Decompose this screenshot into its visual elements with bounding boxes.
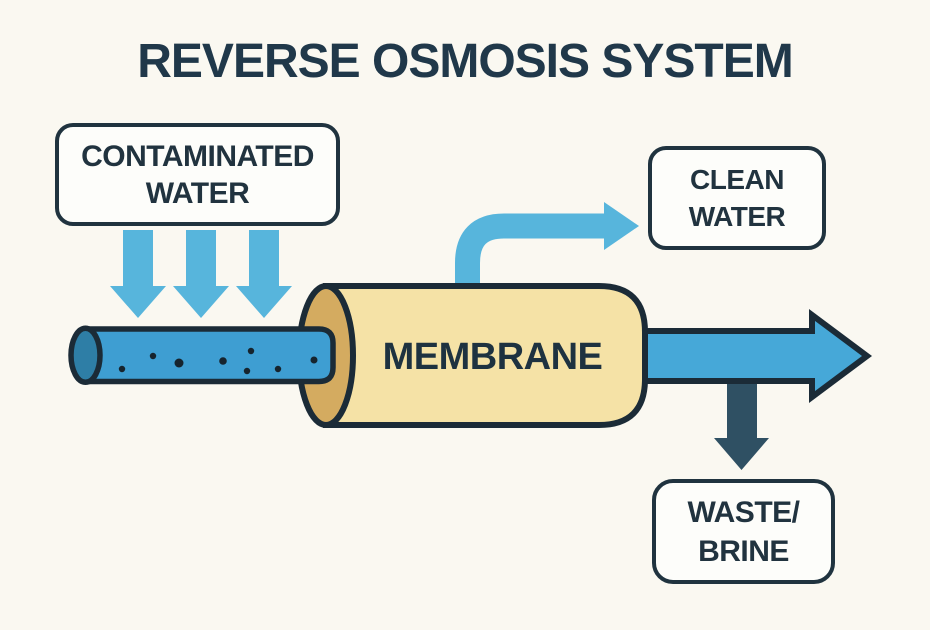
feed-pipe (82, 326, 336, 385)
contaminated-water-box: CONTAMINATED WATER (55, 123, 340, 226)
outlet-arrow-icon (639, 309, 873, 403)
waste-brine-label: WASTE/ BRINE (687, 495, 800, 568)
pipe-end-cap (68, 325, 103, 386)
feed-arrows-icon (110, 230, 292, 318)
waste-brine-box: WASTE/ BRINE (652, 479, 835, 584)
feed-arrow-down-icon (110, 230, 166, 318)
permeate-arrowhead (604, 202, 639, 250)
contaminant-particles (118, 347, 318, 375)
particle-dot (219, 357, 227, 365)
particle-dot (274, 365, 282, 373)
particle-dot (118, 365, 126, 373)
particle-dot (243, 367, 251, 375)
permeate-arrow-icon (455, 202, 639, 300)
contaminated-water-label: CONTAMINATED WATER (81, 139, 314, 210)
feed-arrow-down-icon (173, 230, 229, 318)
page-title: REVERSE OSMOSIS SYSTEM (137, 35, 793, 88)
membrane-cylinder (323, 283, 648, 428)
clean-water-label: CLEAN WATER (688, 164, 786, 232)
particle-dot (247, 347, 255, 355)
waste-arrow-icon (714, 372, 769, 470)
feed-arrow-down-icon (236, 230, 292, 318)
clean-water-box: CLEAN WATER (648, 146, 826, 250)
membrane-label: MEMBRANE (382, 336, 603, 378)
particle-dot (310, 356, 318, 364)
permeate-arrow-shaft (455, 213, 606, 300)
particle-dot (174, 358, 184, 368)
particle-dot (149, 352, 157, 360)
